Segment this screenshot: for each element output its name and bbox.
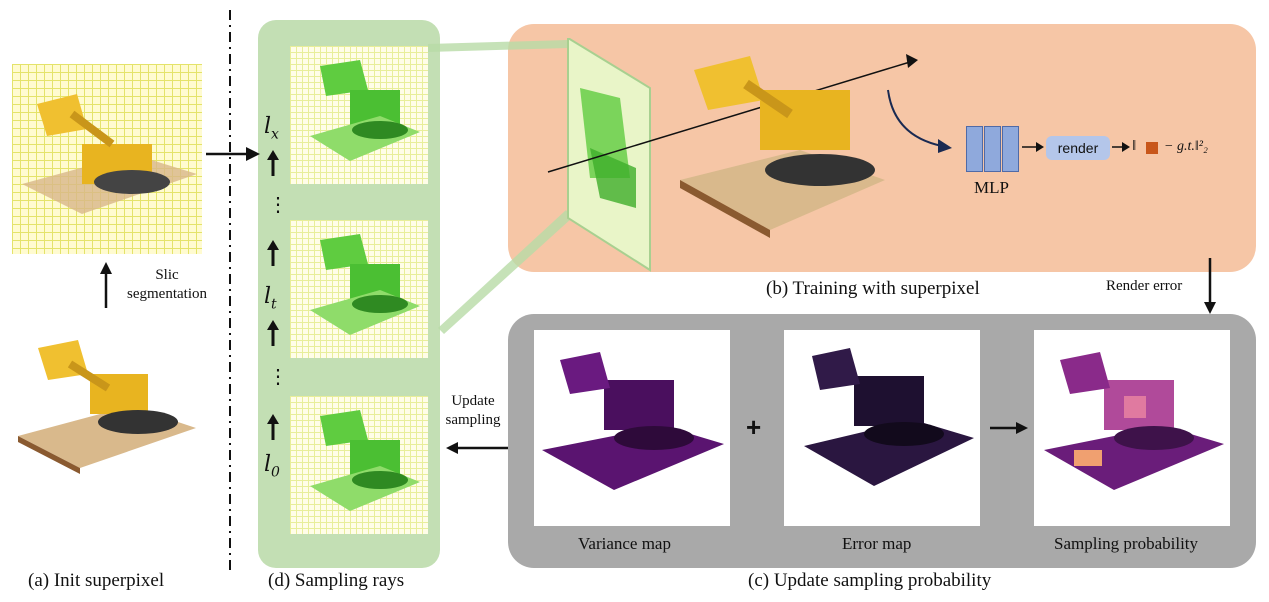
render-to-loss-arrow xyxy=(1112,142,1130,152)
sampling-probability-image xyxy=(1034,330,1230,526)
error-map-label: Error map xyxy=(842,534,912,553)
input-image xyxy=(10,318,204,512)
green-excavator-icon xyxy=(310,410,420,511)
mlp-to-render-arrow xyxy=(1022,142,1044,152)
slic-arrow xyxy=(100,262,112,308)
loss-formula: − g.t.‖²₂ xyxy=(1164,139,1208,154)
render-box: render xyxy=(1046,136,1110,160)
up-arrow-icon xyxy=(267,240,279,266)
green-excavator-icon xyxy=(310,234,420,335)
excavator-icon xyxy=(680,56,885,238)
green-excavator-icon xyxy=(310,60,420,161)
curved-arrow xyxy=(887,89,952,153)
loss-open-bar: ‖ xyxy=(1132,138,1137,154)
variance-map-image xyxy=(534,330,730,526)
render-error-arrow xyxy=(1204,258,1216,314)
caption-b: (b) Training with superpixel xyxy=(766,278,980,299)
ray-level-mid-image xyxy=(290,220,428,358)
caption-c: (c) Update sampling probability xyxy=(748,570,992,591)
caption-d: (d) Sampling rays xyxy=(268,570,405,591)
loss-square-icon xyxy=(1146,142,1158,154)
up-arrow-icon xyxy=(267,320,279,346)
error-excavator-icon xyxy=(804,348,974,486)
level-dots-upper: ⋮ xyxy=(268,194,288,216)
update-sampling-arrow xyxy=(446,442,508,454)
level-dots-lower: ⋮ xyxy=(268,366,288,388)
separator-line xyxy=(229,10,231,570)
mlp-layer-3 xyxy=(1002,126,1019,172)
probability-excavator-icon xyxy=(1044,352,1224,490)
ray-arrow xyxy=(547,54,918,173)
slic-label: Slic segmentation xyxy=(127,267,207,302)
excavator-icon xyxy=(18,340,196,474)
level-label-top: lx xyxy=(264,114,279,143)
map-to-probability-arrow xyxy=(990,422,1028,434)
superpixel-grid-image xyxy=(12,64,202,254)
error-map-image xyxy=(784,330,980,526)
up-arrow-icon xyxy=(267,414,279,440)
update-sampling-label: Update sampling xyxy=(445,393,501,428)
render-error-label: Render error xyxy=(1106,278,1183,294)
mlp-layer-1 xyxy=(966,126,983,172)
init-to-rays-arrow xyxy=(206,147,260,161)
mlp-label: MLP xyxy=(974,178,1009,197)
plus-sign: + xyxy=(746,412,762,442)
excavator-superpixel-icon xyxy=(22,94,197,214)
ray-level-top-image xyxy=(290,46,428,184)
variance-map-label: Variance map xyxy=(578,534,671,553)
up-arrow-icon xyxy=(267,150,279,176)
level-label-mid: lt xyxy=(264,284,277,313)
mlp-layer-2 xyxy=(984,126,1001,172)
caption-a: (a) Init superpixel xyxy=(28,570,165,591)
variance-excavator-icon xyxy=(542,352,724,490)
level-label-bottom: l0 xyxy=(264,452,280,481)
sampling-probability-label: Sampling probability xyxy=(1054,534,1199,553)
ray-level-bottom-image xyxy=(290,396,428,534)
